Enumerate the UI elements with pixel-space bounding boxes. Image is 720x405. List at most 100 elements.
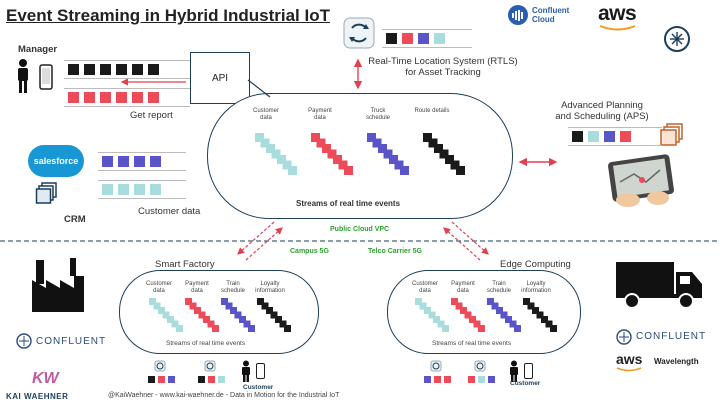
cloud-stream-label-3: Truck schedule bbox=[365, 108, 391, 121]
stream-event-block bbox=[277, 155, 286, 164]
event-square bbox=[604, 131, 615, 142]
edge-stream-label-1: Customer data bbox=[411, 281, 438, 294]
event-square bbox=[198, 376, 205, 383]
stream-event-block bbox=[389, 155, 398, 164]
event-square bbox=[434, 33, 445, 44]
stream-event-block bbox=[338, 160, 348, 170]
salesforce-label: salesforce bbox=[33, 156, 79, 166]
factory-customer-label: Customer bbox=[243, 384, 274, 391]
stream-event-block bbox=[473, 320, 481, 328]
stream-event-block bbox=[270, 311, 278, 319]
cloud-icon bbox=[508, 5, 528, 25]
cloud-streams-graphic bbox=[255, 133, 465, 175]
stream-event-block bbox=[509, 320, 517, 328]
stream-event-block bbox=[316, 138, 326, 148]
stream-event-block bbox=[255, 133, 264, 142]
rtls-event-strip bbox=[382, 29, 472, 48]
aps-label: Advanced Planning and Scheduling (APS) bbox=[552, 100, 652, 122]
stream-event-block bbox=[419, 302, 427, 310]
stream-event-block bbox=[456, 166, 465, 175]
stream-event-block bbox=[261, 302, 269, 310]
stream-event-block bbox=[523, 298, 530, 305]
edge-computing-title: Edge Computing bbox=[500, 259, 571, 270]
page-title: Event Streaming in Hybrid Industrial IoT bbox=[6, 6, 330, 25]
stream-event-block bbox=[550, 325, 557, 332]
stream-event-block bbox=[378, 144, 387, 153]
event-square bbox=[402, 33, 413, 44]
stream-event-block bbox=[266, 307, 273, 314]
event-square bbox=[84, 92, 95, 103]
stream-event-block bbox=[428, 311, 436, 319]
stream-event-block bbox=[541, 316, 548, 323]
stream-event-block bbox=[478, 325, 485, 332]
stream-event-block bbox=[423, 133, 432, 142]
event-square bbox=[148, 92, 159, 103]
cloud-caption: Streams of real time events bbox=[296, 199, 401, 208]
event-square bbox=[620, 131, 631, 142]
event-square bbox=[68, 92, 79, 103]
factory-stream-label-2: Payment data bbox=[185, 281, 209, 294]
event-square bbox=[572, 131, 583, 142]
event-square bbox=[418, 33, 429, 44]
stream-event-block bbox=[260, 138, 270, 148]
stream-event-block bbox=[460, 307, 467, 314]
edge-customer-label: Customer bbox=[510, 380, 541, 387]
factory-caption: Streams of real time events bbox=[166, 340, 246, 347]
confluent-mark-icon bbox=[16, 333, 32, 349]
stream-event-block bbox=[424, 307, 431, 314]
rtls-icon bbox=[430, 360, 442, 372]
event-square bbox=[132, 92, 143, 103]
stream-event-block bbox=[437, 320, 445, 328]
cloud-stream-label-2: Payment data bbox=[308, 108, 332, 121]
stream-event-block bbox=[383, 149, 393, 159]
stream-event-block bbox=[288, 166, 297, 175]
stream-event-block bbox=[198, 311, 206, 319]
stream-event-block bbox=[496, 307, 503, 314]
cloud-factory-link-b bbox=[245, 227, 283, 261]
factory-stream-label-4: Loyalty information bbox=[255, 281, 285, 294]
stream-event-block bbox=[239, 316, 246, 323]
stream-event-block bbox=[212, 325, 219, 332]
stream-event-block bbox=[171, 320, 179, 328]
stream-event-block bbox=[162, 311, 170, 319]
stream-event-block bbox=[149, 298, 156, 305]
stream-event-block bbox=[491, 302, 499, 310]
person-icon bbox=[242, 360, 250, 382]
cloud-stream-label-4: Route details bbox=[414, 108, 450, 114]
event-mini-strip bbox=[424, 376, 451, 383]
event-square bbox=[116, 64, 127, 75]
confluent-mark-icon bbox=[616, 329, 632, 345]
stream-event-block bbox=[545, 320, 553, 328]
truck-icon bbox=[616, 262, 702, 309]
rtls-label: Real-Time Location System (RTLS) for Ass… bbox=[368, 56, 518, 78]
stream-event-block bbox=[451, 298, 458, 305]
wavelength-label: Wavelength bbox=[654, 357, 699, 366]
factory-stream-label-1: Customer data bbox=[145, 281, 172, 294]
manager-label: Manager bbox=[18, 44, 58, 55]
stream-event-block bbox=[469, 316, 476, 323]
stream-event-block bbox=[428, 138, 438, 148]
aws-smile-icon bbox=[599, 25, 636, 31]
rtls-icon bbox=[204, 360, 216, 372]
aws-smile-icon bbox=[616, 367, 642, 372]
confluent-logo-right: CONFLUENT bbox=[636, 331, 707, 342]
rtls-icon bbox=[154, 360, 166, 372]
event-square bbox=[386, 33, 397, 44]
event-square bbox=[150, 184, 161, 195]
stream-event-block bbox=[455, 302, 463, 310]
aps-label-line1: Advanced Planning bbox=[561, 100, 643, 111]
kw-logo: KW bbox=[32, 370, 59, 387]
edge-stream-pill bbox=[387, 270, 581, 354]
event-square bbox=[100, 92, 111, 103]
crm-event-strip-purple bbox=[98, 152, 186, 171]
stream-event-block bbox=[344, 166, 353, 175]
event-square bbox=[424, 376, 431, 383]
event-square bbox=[168, 376, 175, 383]
event-square bbox=[84, 64, 95, 75]
stream-event-block bbox=[434, 144, 443, 153]
rtls-label-line1: Real-Time Location System (RTLS) bbox=[368, 56, 518, 67]
person-icon bbox=[18, 59, 28, 93]
crm-event-strip-cyan bbox=[98, 180, 186, 199]
